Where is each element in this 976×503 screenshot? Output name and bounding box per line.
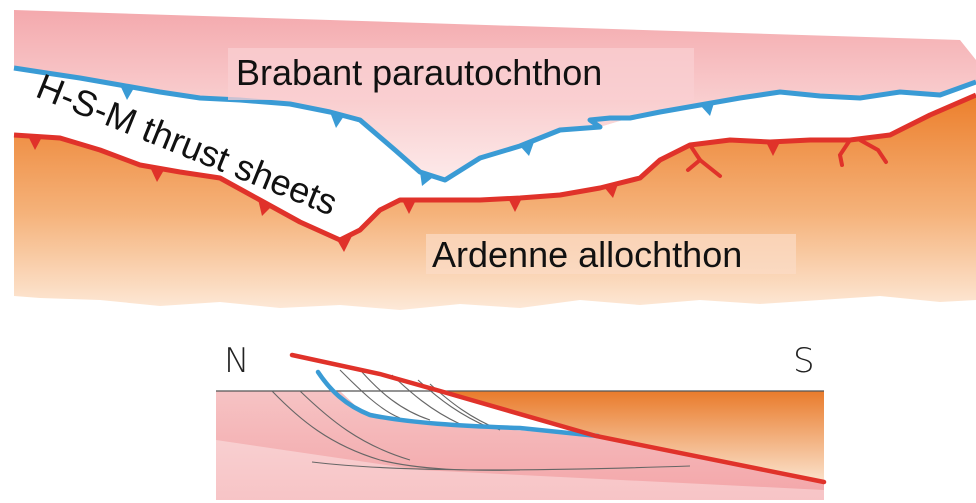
brabant-label-bg <box>228 48 694 100</box>
section-orange-wedge <box>440 391 824 482</box>
ardenne-allochthon-label: Ardenne allochthon <box>432 234 742 275</box>
ardenne-label-bg <box>426 234 796 274</box>
red-thrust-line <box>13 92 976 243</box>
section-blue-thrust <box>315 369 601 439</box>
south-label: S <box>793 341 815 381</box>
red-thrust-teeth <box>28 136 780 252</box>
internal-faults <box>271 369 691 471</box>
red-fault-splays <box>686 138 888 178</box>
map-view: Brabant parautochthon H-S-M thrust sheet… <box>13 10 976 310</box>
cross-section: N S <box>216 341 827 503</box>
section-red-thrust <box>289 352 827 485</box>
section-fade <box>216 440 824 503</box>
north-label: N <box>224 341 249 381</box>
brabant-parautochthon-label: Brabant parautochthon <box>236 52 602 93</box>
blue-thrust-teeth <box>120 85 714 186</box>
section-white-wedge <box>320 372 596 436</box>
